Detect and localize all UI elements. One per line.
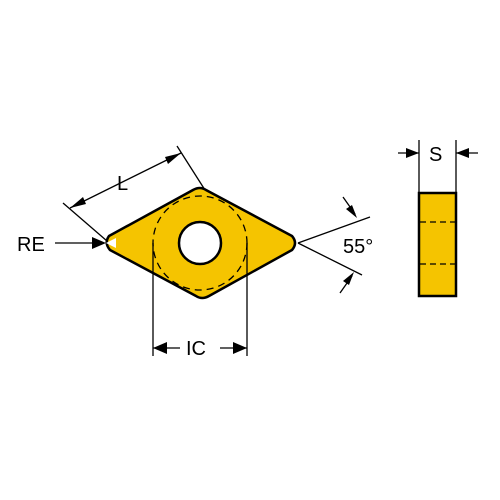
center-hole: [177, 220, 223, 266]
ic-label: IC: [186, 338, 206, 360]
length-arrow-left: [70, 197, 86, 208]
side-view-body: [417, 191, 458, 298]
ic-arrow-left: [153, 342, 167, 354]
corner-radius-arrow: [92, 237, 106, 249]
dimension-inscribed-circle: IC: [152, 243, 248, 360]
dimension-length: L: [62, 145, 206, 242]
dimension-corner-radius: RE: [17, 234, 106, 256]
thickness-arrow-left: [406, 148, 419, 158]
length-label: L: [117, 173, 128, 195]
angle-extension-upper: [297, 216, 371, 244]
length-dimension-line: [69, 152, 182, 209]
dimension-thickness: S: [398, 140, 478, 192]
dimension-angle: 55°: [297, 196, 373, 294]
length-arrow-right: [165, 153, 181, 164]
angle-arrow-lower: [343, 272, 354, 285]
angle-extension-lower: [297, 242, 363, 276]
insert-top-view: [105, 186, 297, 300]
thickness-label: S: [429, 144, 442, 166]
corner-tip-highlight: [106, 238, 116, 248]
corner-radius-label: RE: [17, 234, 45, 256]
angle-arrow-upper: [346, 205, 357, 218]
thickness-arrow-right: [456, 148, 469, 158]
angle-label: 55°: [343, 236, 373, 258]
ic-arrow-right: [233, 342, 247, 354]
length-extension-right: [176, 145, 206, 191]
insert-side-view: [417, 191, 458, 298]
length-extension-left: [62, 202, 108, 242]
